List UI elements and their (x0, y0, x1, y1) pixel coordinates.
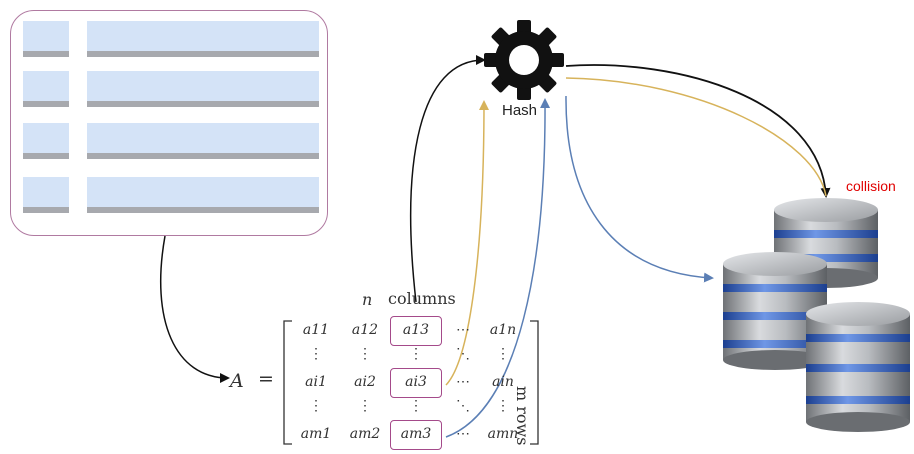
matrix-cell: ⋮ (358, 346, 372, 362)
table-value-cell (87, 71, 319, 107)
matrix-cell: ⋮ (496, 398, 510, 414)
matrix-cell: ⋮ (309, 346, 323, 362)
matrix-cell: am2 (349, 426, 381, 442)
hash-to-db-gold-arrow (565, 77, 827, 197)
matrix-cell: ⋮ (409, 346, 423, 362)
source-table (10, 10, 328, 236)
matrix-cell: a1n (489, 322, 517, 338)
matrix-cell: ⋮ (496, 346, 510, 362)
am3-to-hash-arrow (445, 98, 551, 438)
matrix-cell: a12 (351, 322, 379, 338)
table-to-matrix-arrow (159, 235, 230, 383)
columns-variable: n (362, 290, 373, 309)
matrix-cell: ai3 (405, 374, 427, 390)
matrix-cell: ⋮ (409, 398, 423, 414)
highlight-ai3 (390, 368, 442, 398)
matrix-cell: amn (487, 426, 519, 442)
matrix-cell: am3 (400, 426, 432, 442)
equals-sign: = (258, 368, 274, 390)
matrix-cell: ⋱ (456, 398, 470, 414)
highlight-am3 (390, 420, 442, 450)
hash-to-db-black-arrow (565, 64, 831, 198)
a13-to-hash-arrow (410, 55, 486, 303)
matrix-brackets (283, 320, 539, 445)
table-value-cell (87, 177, 319, 213)
matrix-cell: ain (492, 374, 514, 390)
table-key-cell (23, 71, 69, 107)
matrix-name: A (230, 370, 244, 392)
collision-label: collision (846, 178, 896, 194)
matrix-cell: ⋯ (456, 374, 470, 390)
table-key-cell (23, 21, 69, 57)
matrix-cell: ⋯ (456, 322, 470, 338)
table-value-cell (87, 21, 319, 57)
table-key-cell (23, 177, 69, 213)
hash-to-db-blue-arrow (565, 95, 714, 283)
ai3-to-hash-arrow (445, 100, 489, 386)
table-value-cell (87, 123, 319, 159)
matrix-cell: ⋯ (456, 426, 470, 442)
database-icon (806, 302, 910, 432)
matrix-cell: ⋮ (358, 398, 372, 414)
hash-label: Hash (502, 102, 538, 119)
columns-label: columns (388, 289, 456, 308)
table-row (23, 123, 319, 163)
matrix-cell: ⋮ (309, 398, 323, 414)
table-row (23, 21, 319, 61)
matrix-cell: ai2 (354, 374, 376, 390)
highlight-a13 (390, 316, 442, 346)
gear-icon (484, 20, 564, 100)
matrix-cell: a11 (302, 322, 330, 338)
matrix-cell: ai1 (305, 374, 327, 390)
matrix-cell: am1 (300, 426, 332, 442)
table-row (23, 71, 319, 111)
matrix-cell: ⋱ (456, 346, 470, 362)
table-row (23, 177, 319, 217)
matrix-cell: a13 (402, 322, 430, 338)
table-key-cell (23, 123, 69, 159)
